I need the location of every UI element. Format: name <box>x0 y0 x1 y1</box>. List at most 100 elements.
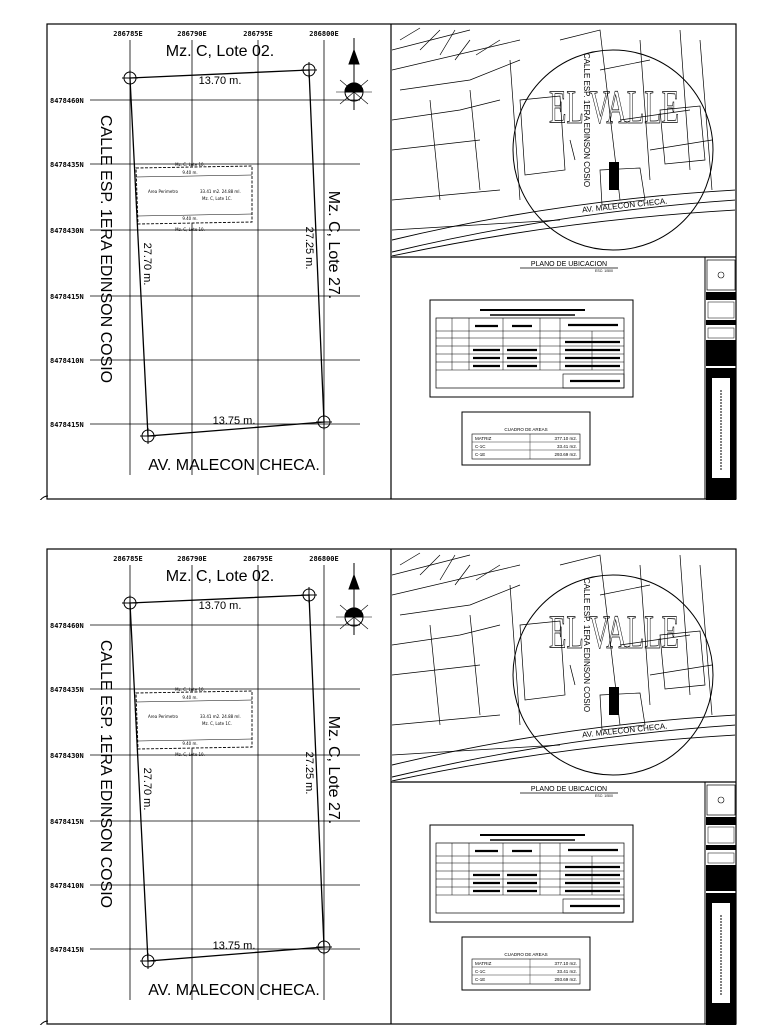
vertex-marker <box>316 939 332 955</box>
coord-y-label: 8478435N <box>50 161 84 169</box>
dim-right: 27.25 m. <box>303 227 315 270</box>
north-arrow-icon <box>336 38 372 110</box>
coord-x-label: 286785E <box>113 30 143 38</box>
sub-lot-line <box>135 699 253 703</box>
coord-y-label: 8478410N <box>50 357 84 365</box>
sheet-bottom: 286785E 286790E 286795E 286800E 8478460N… <box>0 525 768 1025</box>
inner-dim-top: 9.40 m. <box>182 170 197 175</box>
sheet-top: 286785E 286790E 286795E 286800E 8478460N… <box>0 0 768 500</box>
north-arrow-icon <box>336 563 372 635</box>
coord-y-label: 8478415N <box>50 818 84 826</box>
inner-lot-bottom-label: Mz. C, Lote 10. <box>175 227 205 232</box>
inner-area-values: 33.41 m2. 24.88 ml. <box>200 189 241 194</box>
area-table-grid <box>471 433 581 460</box>
area-table-frame <box>461 411 591 466</box>
inner-dim-bottom: 9.40 m. <box>182 216 197 221</box>
area-table-cell: C-1C <box>475 969 486 974</box>
area-table-cell: C-1C <box>475 444 486 449</box>
inner-dim-bottom: 9.40 m. <box>182 741 197 746</box>
vertex-marker <box>122 70 138 86</box>
lot-top-label: Mz. C, Lote 02. <box>166 43 275 60</box>
coord-labels-x: 286785E 286790E 286795E 286800E <box>113 30 339 38</box>
area-table-cell: C-1E <box>475 977 485 982</box>
sub-lot-line <box>135 174 253 178</box>
coordinate-grid <box>90 40 360 475</box>
location-circle <box>512 49 714 251</box>
coord-x-label: 286785E <box>113 555 143 563</box>
coordinates-table <box>429 299 634 398</box>
inner-lot-name: Mz. C, Lote 1C. <box>202 721 232 726</box>
location-street-vertical: CALLE ESP. 1ERA EDINSON COSIO <box>582 578 591 712</box>
lot-top-label: Mz. C, Lote 02. <box>166 568 275 585</box>
vertex-marker <box>301 587 317 603</box>
inner-lot-top-label: Mz. C, Lote 10. <box>175 687 205 692</box>
location-map: EL VALLE CALLE ESP. 1ERA EDINSON COSIO A… <box>392 27 735 256</box>
street-left-label: CALLE ESP. 1ERA EDINSON COSIO <box>97 115 114 383</box>
location-scale: ESC: 1/500 <box>595 269 613 273</box>
highlighted-lot <box>609 162 619 190</box>
lot-boundary <box>129 594 325 962</box>
coord-y-label: 8478430N <box>50 752 84 760</box>
area-table: CUADRO DE AREAS MATRIZ 377.10 m2. C-1C 3… <box>461 936 591 991</box>
highlighted-lot <box>609 687 619 715</box>
vertex-marker <box>140 428 156 444</box>
dim-right: 27.25 m. <box>303 752 315 795</box>
location-street-vertical: CALLE ESP. 1ERA EDINSON COSIO <box>582 53 591 187</box>
subdivision-plan: 286785E 286790E 286795E 286800E 8478460N… <box>39 30 372 500</box>
area-table-cell: 33.41 m2. <box>557 969 577 974</box>
coordinate-grid <box>90 565 360 1000</box>
location-map: EL VALLE CALLE ESP. 1ERA EDINSON COSIO A… <box>392 552 735 781</box>
coord-y-label: 8478415N <box>50 293 84 301</box>
vertex-marker <box>122 595 138 611</box>
area-table: CUADRO DE AREAS MATRIZ 377.10 m2. C-1C 3… <box>461 411 591 466</box>
area-table-cell: 293.69 m2. <box>554 977 577 982</box>
frame-arc <box>39 1020 49 1025</box>
location-title: PLANO DE UBICACION <box>531 786 607 793</box>
vertex-marker <box>301 62 317 78</box>
inner-area-label: Area Perimetro <box>148 189 178 194</box>
inner-lot-bottom-label: Mz. C, Lote 10. <box>175 752 205 757</box>
lot-right-label: Mz. C, Lote 27. <box>325 716 342 825</box>
drawing-sheet: 286785E 286790E 286795E 286800E 8478460N… <box>39 23 737 500</box>
coord-x-label: 286800E <box>309 30 339 38</box>
area-table-cell: 377.10 m2. <box>554 961 577 966</box>
frame-arc <box>39 495 49 500</box>
dim-left: 27.70 m. <box>141 768 153 811</box>
coord-y-label: 8478430N <box>50 227 84 235</box>
area-table-cell: 377.10 m2. <box>554 436 577 441</box>
area-table-cell: C-1E <box>475 452 485 457</box>
title-block <box>706 784 736 1025</box>
inner-dim-top: 9.40 m. <box>182 695 197 700</box>
area-table-frame <box>461 936 591 991</box>
seal-icon <box>717 271 725 279</box>
dim-bottom: 13.75 m. <box>213 415 256 427</box>
vertex-markers <box>122 587 332 969</box>
coord-x-label: 286800E <box>309 555 339 563</box>
street-left-label: CALLE ESP. 1ERA EDINSON COSIO <box>97 640 114 908</box>
sub-lot-line <box>137 738 253 742</box>
coord-labels-y: 8478460N 8478435N 8478430N 8478415N 8478… <box>50 622 84 954</box>
area-table-title: CUADRO DE AREAS <box>504 952 547 957</box>
location-title: PLANO DE UBICACION <box>531 261 607 268</box>
coord-x-label: 286795E <box>243 30 273 38</box>
coord-y-label: 8478460N <box>50 97 84 105</box>
coord-labels-x: 286785E 286790E 286795E 286800E <box>113 555 339 563</box>
sub-lot-line <box>137 213 253 217</box>
dim-bottom: 13.75 m. <box>213 940 256 952</box>
vertex-markers <box>122 62 332 444</box>
area-table-cell: MATRIZ <box>475 436 492 441</box>
vertex-marker <box>316 414 332 430</box>
dim-top: 13.70 m. <box>199 75 242 87</box>
street-bottom-label: AV. MALECON CHECA. <box>148 982 320 999</box>
subdivision-plan: 286785E 286790E 286795E 286800E 8478460N… <box>39 555 372 1025</box>
location-scale: ESC: 1/500 <box>595 794 613 798</box>
coord-labels-y: 8478460N 8478435N 8478430N 8478415N 8478… <box>50 97 84 429</box>
lot-right-label: Mz. C, Lote 27. <box>325 191 342 300</box>
location-name: EL VALLE <box>549 606 679 659</box>
coord-x-label: 286795E <box>243 555 273 563</box>
coord-y-label: 8478415N <box>50 946 84 954</box>
vertex-marker <box>140 953 156 969</box>
area-table-cell: MATRIZ <box>475 961 492 966</box>
coordinates-table <box>429 824 634 923</box>
location-circle <box>512 574 714 776</box>
